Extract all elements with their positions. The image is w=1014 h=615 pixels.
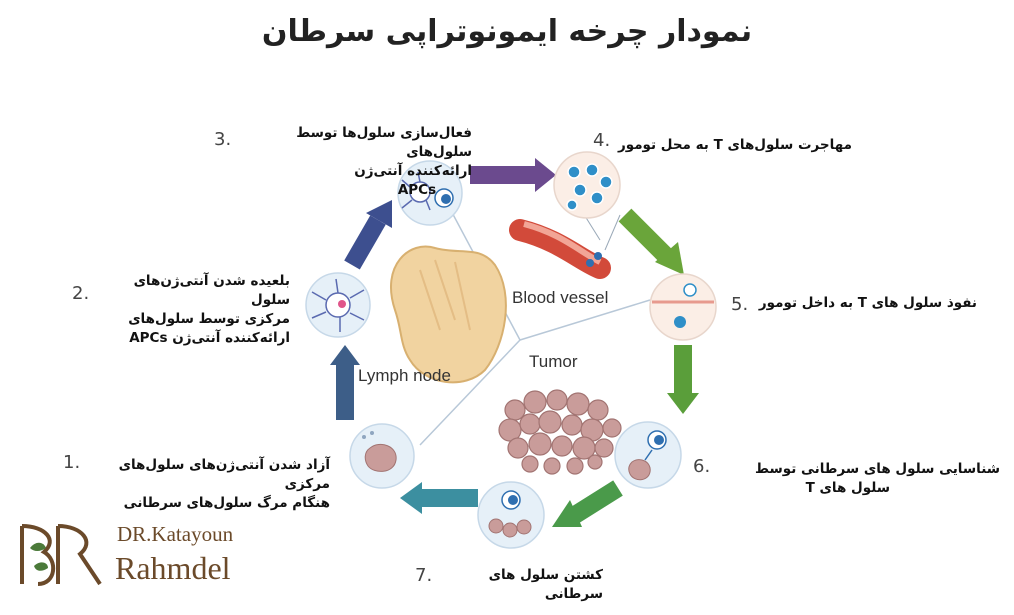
t-cell-icon — [674, 316, 686, 328]
step-3-number: 3. — [214, 129, 232, 150]
step-6-line2: سلول های T — [805, 480, 890, 496]
blood-vessel-highlight — [523, 221, 602, 265]
arrow-head — [667, 393, 699, 414]
t-cell-nucleus — [441, 194, 451, 204]
step-5-line1: نفوذ سلول های T به داخل تومور — [758, 295, 977, 311]
step-4-line1: مهاجرت سلول‌های T به محل تومور — [617, 137, 852, 153]
step-3-line3: APCs — [397, 182, 437, 198]
divider-line — [419, 339, 521, 446]
step-1-number: 1. — [63, 452, 81, 473]
killed-cells-icon — [488, 518, 532, 538]
step-5-circle — [649, 273, 717, 341]
arrow-head — [552, 500, 582, 527]
step-6-label: شناسایی سلول های سرطانی توسط سلول های T — [745, 460, 1000, 498]
zoom-line — [604, 214, 621, 251]
t-cell-icon — [683, 283, 697, 297]
step-3-line1: فعال‌سازی سلول‌ها توسط سلول‌های — [296, 125, 472, 160]
step-7-label: کشتن سلول های سرطانی — [433, 566, 603, 604]
step-4-number: 4. — [593, 130, 611, 151]
antigen-dot — [362, 435, 366, 439]
step-5-number: 5. — [731, 294, 749, 315]
step-3-line2: ارائه‌کننده آنتی‌ژن — [354, 163, 472, 179]
step-1-line1: آزاد شدن آنتی‌ژن‌های سلول‌های مرکزی — [118, 457, 330, 492]
arrow-head — [400, 482, 422, 514]
divider-line — [519, 299, 651, 341]
arrow-2-to-3 — [344, 215, 386, 270]
dying-cell-icon — [364, 444, 397, 472]
step-6-line1: شناسایی سلول های سرطانی توسط — [755, 461, 1000, 477]
lymph-node-shape — [389, 245, 507, 384]
binding-line — [644, 449, 653, 461]
brand-name-last: Rahmdel — [115, 550, 231, 586]
apc-cell-icon — [325, 292, 351, 318]
t-cells-group — [566, 163, 613, 211]
brand-name-first: DR.Katayoun — [117, 522, 234, 546]
arrow-4-to-5 — [618, 208, 675, 265]
tumor-label: Tumor — [529, 352, 578, 371]
blood-vessel-label: Blood vessel — [512, 288, 609, 307]
blood-vessel-shape — [509, 219, 611, 279]
step-2-label: بلعیده شدن آنتی‌ژن‌های سلول مرکزی توسط س… — [100, 272, 290, 348]
t-cell-dot — [594, 252, 602, 260]
apc-dendrites — [311, 278, 365, 332]
arrow-head — [535, 158, 556, 192]
arrow-6-to-7 — [570, 480, 623, 523]
step-2-number: 2. — [72, 283, 90, 304]
arrow-head — [655, 242, 684, 275]
step-2-line3: ارائه‌کننده آنتی‌ژن APCs — [129, 330, 290, 346]
antigen-dot — [338, 300, 346, 308]
arrow-head — [366, 200, 392, 228]
step-6-number: 6. — [693, 456, 711, 477]
step-1-line2: هنگام مرگ سلول‌های سرطانی — [123, 495, 330, 511]
antigen-dot — [370, 431, 374, 435]
t-cell-nucleus — [508, 495, 518, 505]
t-cell-nucleus — [654, 435, 664, 445]
step-2-line1: بلعیده شدن آنتی‌ژن‌های سلول — [133, 273, 290, 308]
brand-logo-icon — [20, 524, 102, 586]
t-cell-dot — [586, 259, 594, 267]
lymph-node-lines — [419, 259, 471, 331]
step-2-line2: مرکزی توسط سلول‌های — [128, 311, 290, 327]
step-5-label: نفوذ سلول های T به داخل تومور — [752, 294, 977, 313]
lymph-node-label: Lymph node — [358, 366, 451, 385]
tumor-cluster — [498, 389, 622, 475]
cancer-cell-icon — [628, 459, 651, 481]
apc-dendrites — [401, 171, 431, 211]
step-4-label: مهاجرت سلول‌های T به محل تومور — [612, 136, 852, 155]
step-3-label: فعال‌سازی سلول‌ها توسط سلول‌های ارائه‌کن… — [232, 124, 472, 200]
step-7-number: 7. — [415, 565, 433, 586]
step-1-label: آزاد شدن آنتی‌ژن‌های سلول‌های مرکزی هنگا… — [85, 456, 330, 513]
arrow-head — [330, 345, 360, 365]
step-7-line1: کشتن سلول های سرطانی — [488, 567, 603, 602]
page-title: نمودار چرخه ایمونوتراپی سرطان — [261, 14, 753, 49]
